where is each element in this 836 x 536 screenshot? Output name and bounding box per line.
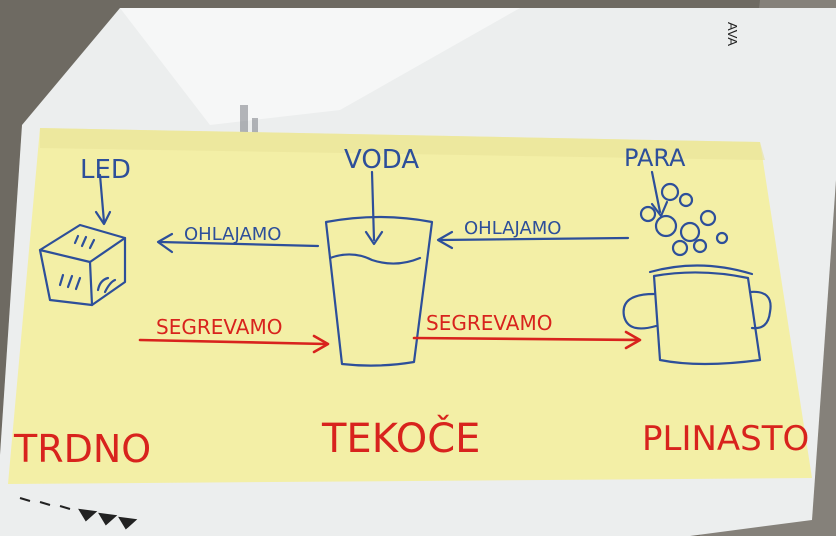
- state-label-solid: TRDNO: [13, 427, 151, 471]
- water-glass-drawing: VODA: [324, 145, 434, 367]
- cooling-arrow-right: OHLAJAMO: [436, 218, 630, 250]
- water-pointer-arrow-head: [364, 230, 384, 246]
- heating-arrow-right-head: [624, 330, 642, 350]
- ice-cube-side-face: [90, 236, 127, 307]
- heating-arrow-left: SEGREVAMO: [138, 315, 330, 354]
- cooling-arrow-left: OHLAJAMO: [156, 224, 320, 254]
- cooling-arrow-left-head: [156, 232, 174, 254]
- water-glass-outline: [324, 215, 434, 367]
- ice-cube-texture-front: [58, 273, 82, 291]
- background-paper-dashes: [19, 497, 138, 530]
- ice-cube-drawing: LED: [38, 155, 131, 307]
- steam-pot-drawing: PARA: [622, 144, 772, 366]
- sticky-note-paper: [8, 128, 812, 484]
- background-paper-highlight: [120, 8, 520, 125]
- cooling-arrow-right-label: OHLAJAMO: [464, 218, 561, 239]
- sticky-note: [8, 128, 812, 484]
- ice-pointer-arrow-shaft: [98, 173, 106, 224]
- ice-cube-texture-top: [73, 234, 96, 250]
- steam-pot-body: [652, 271, 762, 366]
- ice-pointer-arrow-head: [94, 210, 112, 226]
- steam-pot-rim: [648, 264, 754, 276]
- cooling-arrow-right-shaft: [438, 236, 630, 242]
- ice-cube-front-face: [38, 248, 94, 307]
- steam-pot-left-handle: [622, 292, 658, 330]
- water-surface-line: [328, 253, 422, 265]
- steam-bubbles: [639, 182, 729, 257]
- water-label: VODA: [344, 145, 419, 175]
- ice-cube-texture-side: [96, 276, 117, 294]
- state-label-liquid: TEKOČE: [321, 414, 480, 462]
- steam-pointer-arrow-shaft: [650, 170, 662, 214]
- steam-label: PARA: [624, 144, 686, 172]
- state-label-gas: PLINASTO: [642, 419, 809, 459]
- heating-arrow-right-shaft: [412, 336, 640, 342]
- heating-arrow-left-label: SEGREVAMO: [156, 315, 282, 339]
- steam-pointer-arrow-head: [650, 200, 669, 218]
- cooling-arrow-right-head: [436, 230, 454, 250]
- heating-arrow-left-head: [312, 334, 330, 354]
- heating-arrow-right-label: SEGREVAMO: [426, 311, 552, 335]
- water-pointer-arrow-shaft: [370, 170, 376, 242]
- heating-arrow-left-shaft: [138, 338, 328, 346]
- ice-label: LED: [80, 155, 131, 185]
- heating-arrow-right: SEGREVAMO: [412, 311, 642, 350]
- sticky-note-top-band: [40, 128, 765, 160]
- steam-pot-right-handle: [748, 290, 772, 330]
- cooling-arrow-left-label: OHLAJAMO: [184, 224, 281, 245]
- background-paper-edge-text: AVA: [725, 22, 740, 46]
- cooling-arrow-left-shaft: [158, 240, 320, 248]
